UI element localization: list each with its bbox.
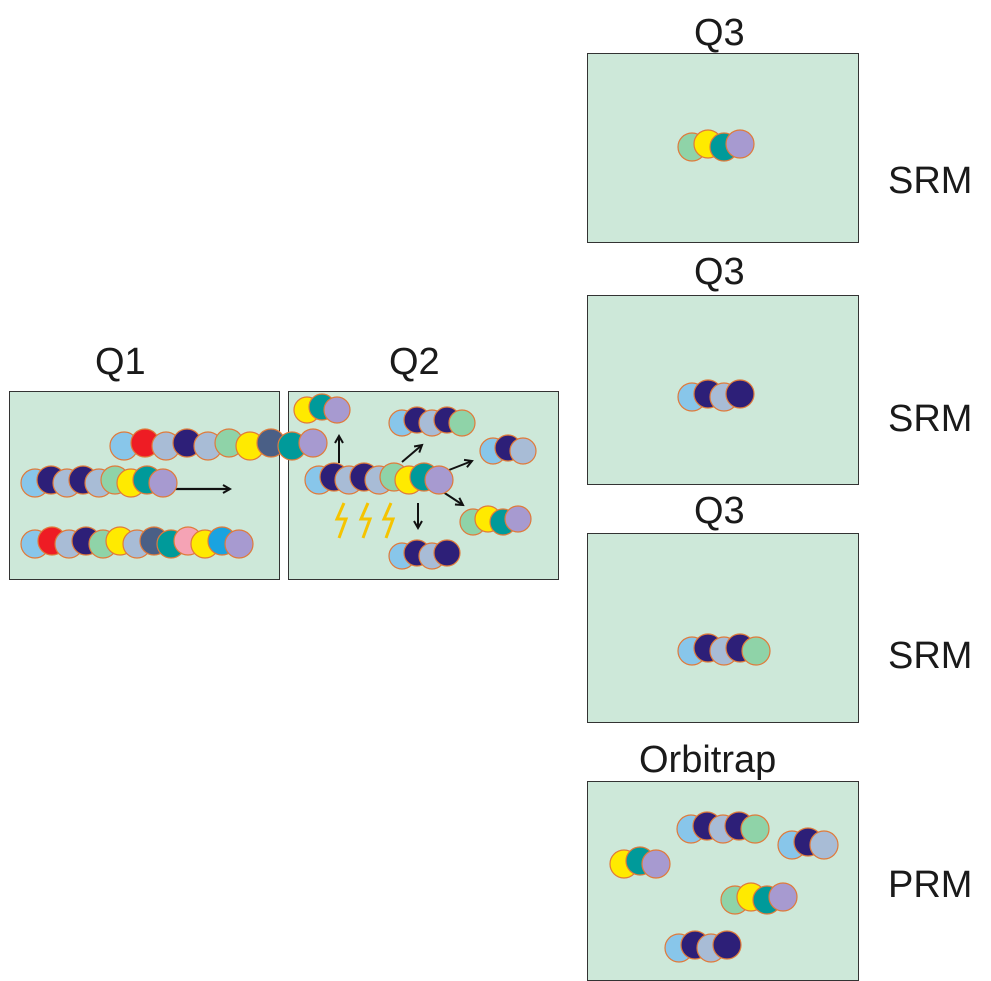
peptide-bead bbox=[504, 505, 532, 533]
q3-bot-label: Q3 bbox=[694, 490, 745, 532]
peptide-beads bbox=[20, 129, 839, 963]
q1-label: Q1 bbox=[95, 341, 146, 383]
peptide-bead bbox=[768, 882, 798, 912]
peptide-bead bbox=[809, 830, 839, 860]
orbitrap-label: Orbitrap bbox=[639, 739, 777, 781]
orbitrap-mode-label: PRM bbox=[888, 864, 973, 906]
q2-label: Q2 bbox=[389, 341, 440, 383]
frag-arrow-upright-icon bbox=[401, 445, 422, 463]
peptide-bead bbox=[298, 428, 328, 458]
q3-bot-panel bbox=[587, 533, 859, 723]
peptide-bead bbox=[741, 636, 771, 666]
peptide-bead bbox=[433, 539, 461, 567]
peptide-bead bbox=[148, 468, 178, 498]
peptide-bead bbox=[224, 529, 254, 559]
q3-top-mode-label: SRM bbox=[888, 160, 973, 202]
lightning-icon bbox=[334, 502, 349, 539]
peptide-bead bbox=[725, 379, 755, 409]
peptide-bead bbox=[323, 396, 351, 424]
lightning-icon bbox=[358, 502, 373, 539]
peptide-bead bbox=[725, 129, 755, 159]
q3-bot-mode-label: SRM bbox=[888, 635, 973, 677]
peptide-bead bbox=[740, 814, 770, 844]
q3-top-label: Q3 bbox=[694, 12, 745, 54]
peptide-bead bbox=[712, 930, 742, 960]
q3-mid-label: Q3 bbox=[694, 251, 745, 293]
q3-mid-mode-label: SRM bbox=[888, 398, 973, 440]
peptide-bead bbox=[448, 409, 476, 437]
collision-energy bbox=[334, 502, 396, 539]
lightning-icon bbox=[381, 502, 396, 539]
peptide-bead bbox=[509, 437, 537, 465]
frag-arrow-right-icon bbox=[448, 461, 472, 471]
peptide-bead bbox=[641, 849, 671, 879]
peptide-bead bbox=[424, 465, 454, 495]
